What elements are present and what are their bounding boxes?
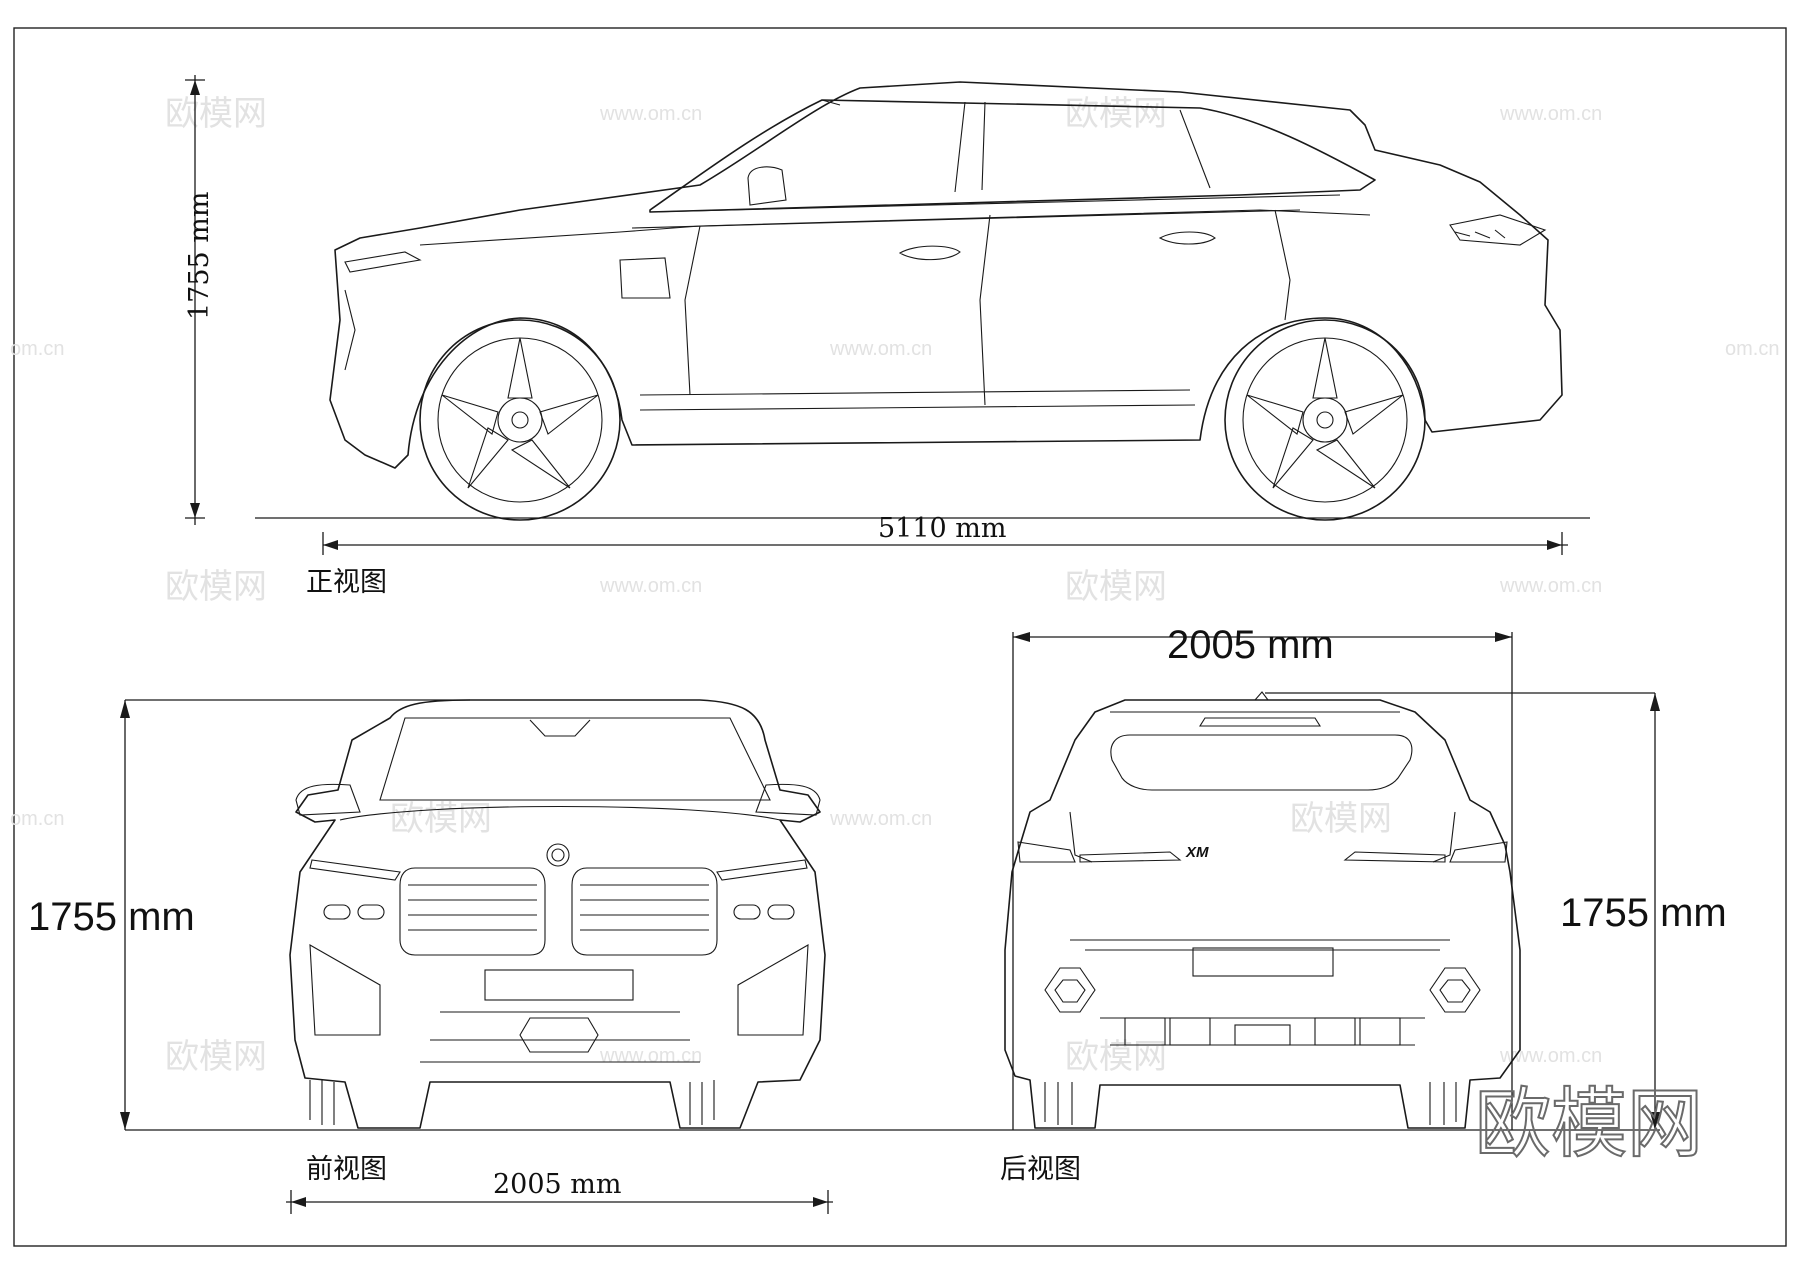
side-height-label: 1755 mm <box>184 191 215 320</box>
watermark-brand: 欧模网 <box>1065 1038 1167 1076</box>
watermark-url: www.om.cn <box>599 103 702 125</box>
front-body-outline <box>289 699 826 1129</box>
rear-width-dimension: 2005 mm <box>1012 623 1513 1130</box>
front-view-caption: 前视图 <box>306 1154 387 1185</box>
watermark-url: www.om.cn <box>599 575 702 597</box>
rear-body-outline <box>1004 699 1521 1129</box>
watermark-brand: 欧模网 <box>165 568 267 606</box>
rear-view-caption: 后视图 <box>1000 1154 1081 1185</box>
side-length-dimension: 5110 mm <box>322 513 1568 555</box>
drawing-frame <box>13 27 1787 1247</box>
side-view-caption: 正视图 <box>306 567 387 598</box>
background-watermarks: 欧模网 www.om.cn 欧模网 www.om.cn om.cn www.om… <box>10 95 1779 1076</box>
watermark-url: www.om.cn <box>1499 1045 1602 1067</box>
side-rear-wheel <box>1224 319 1426 521</box>
rear-view-car: XM <box>1004 691 1521 1129</box>
front-height-dimension: 1755 mm <box>28 699 470 1130</box>
watermark-brand: 欧模网 <box>1065 95 1167 133</box>
side-front-wheel <box>419 319 621 521</box>
rear-height-dimension: 1755 mm <box>1265 692 1727 1130</box>
watermark-brand: 欧模网 <box>1290 800 1392 838</box>
side-height-dimension: 1755 mm <box>184 75 215 525</box>
side-window-outline <box>649 99 1376 213</box>
front-height-label: 1755 mm <box>28 895 195 939</box>
rear-model-badge: XM <box>1185 844 1209 861</box>
watermark-url: om.cn <box>10 808 64 830</box>
watermark-url: www.om.cn <box>829 338 932 360</box>
front-width-dimension: 2005 mm <box>286 1169 833 1214</box>
rear-height-label: 1755 mm <box>1560 891 1727 935</box>
watermark-brand: 欧模网 <box>1065 568 1167 606</box>
watermark-url: www.om.cn <box>829 808 932 830</box>
watermark-brand: 欧模网 <box>165 95 267 133</box>
front-width-label: 2005 mm <box>493 1169 622 1200</box>
watermark-url: www.om.cn <box>1499 103 1602 125</box>
side-length-label: 5110 mm <box>878 513 1007 544</box>
front-view-car <box>289 699 826 1129</box>
watermark-brand: 欧模网 <box>390 800 492 838</box>
side-view-car <box>329 81 1563 469</box>
watermark-url: www.om.cn <box>1499 575 1602 597</box>
watermark-brand: 欧模网 <box>165 1038 267 1076</box>
watermark-url: om.cn <box>10 338 64 360</box>
side-body-outline <box>329 81 1563 469</box>
watermark-logo: 欧模网 <box>1475 1079 1703 1168</box>
rear-width-label: 2005 mm <box>1167 623 1334 667</box>
watermark-url: om.cn <box>1725 338 1779 360</box>
watermark-url: www.om.cn <box>599 1045 702 1067</box>
